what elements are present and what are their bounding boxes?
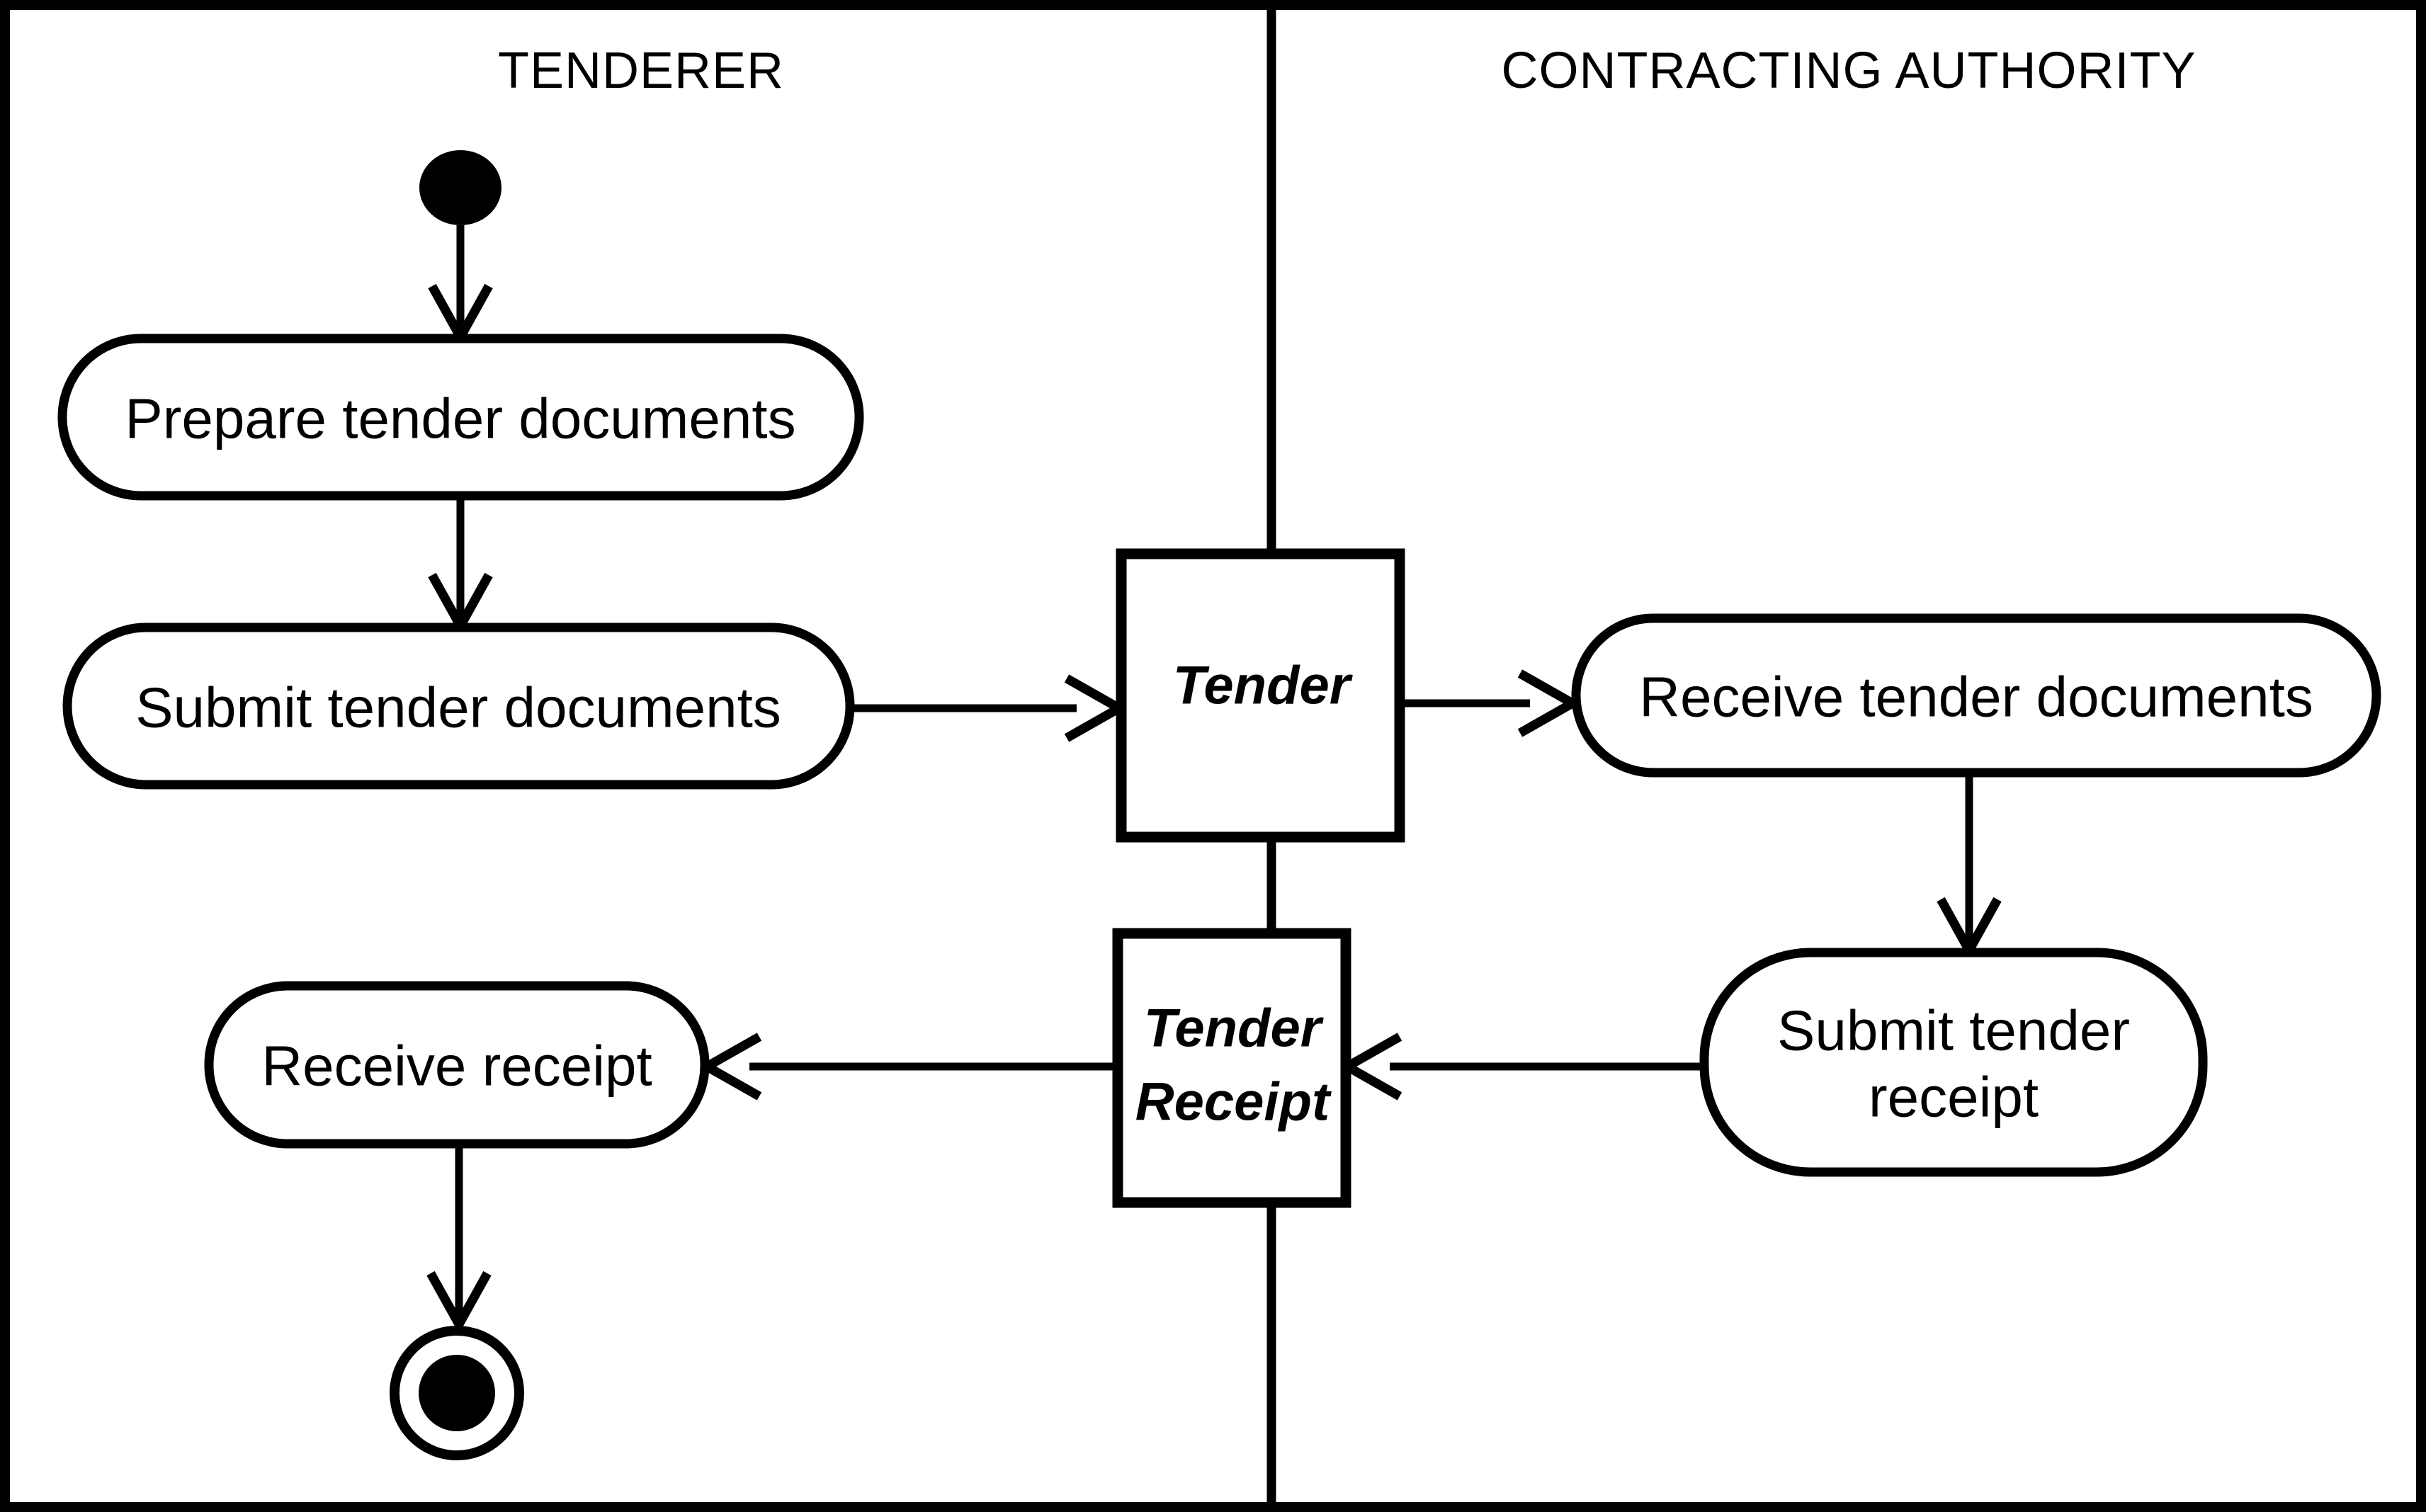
initial-node [419, 150, 501, 225]
tender-object-label: Tender [1173, 656, 1354, 716]
activity-shape [1571, 613, 2381, 778]
activity-receive-tender-documents: Receive tender documents [1571, 613, 2381, 778]
activity-label: Prepare tender documents [125, 387, 795, 450]
object-node-tender-receipt: Tender Receipt [1112, 928, 1351, 1208]
arrowhead-down-icon [426, 1271, 492, 1334]
final-node [390, 1326, 524, 1460]
activity-shape [57, 334, 864, 501]
activity-prepare-tender-documents: Prepare tender documents [57, 334, 864, 501]
activity-shape [204, 981, 710, 1149]
activity-submit-tender-documents: Submit tender documents [62, 623, 855, 790]
activity-label: Receive tender documents [1639, 666, 2313, 729]
tender-object-box [1116, 548, 1405, 843]
activity-shape [1699, 948, 2208, 1177]
flow-receivereceipt-to-final [426, 1145, 492, 1334]
activity-shape [62, 623, 855, 790]
tender-receipt-object-label-line2: Receipt [1135, 1072, 1332, 1132]
lane-title-contracting-authority: CONTRACTING AUTHORITY [1501, 42, 2196, 99]
activity-receive-receipt: Receive receipt [204, 981, 710, 1149]
lane-title-tenderer: TENDERER [498, 42, 784, 99]
activity-submit-tender-receipt: Submit tender receipt [1699, 948, 2208, 1177]
tender-receipt-object-label-line1: Tender [1144, 999, 1325, 1059]
activity-label: Receive receipt [261, 1035, 652, 1098]
final-node-core [419, 1355, 495, 1431]
object-node-tender: Tender [1116, 548, 1405, 843]
activity-label-line2: receipt [1869, 1066, 2039, 1129]
activity-label: Submit tender documents [135, 676, 781, 739]
tender-receipt-object-box [1112, 928, 1351, 1208]
activity-label-line1: Submit tender [1777, 999, 2130, 1062]
